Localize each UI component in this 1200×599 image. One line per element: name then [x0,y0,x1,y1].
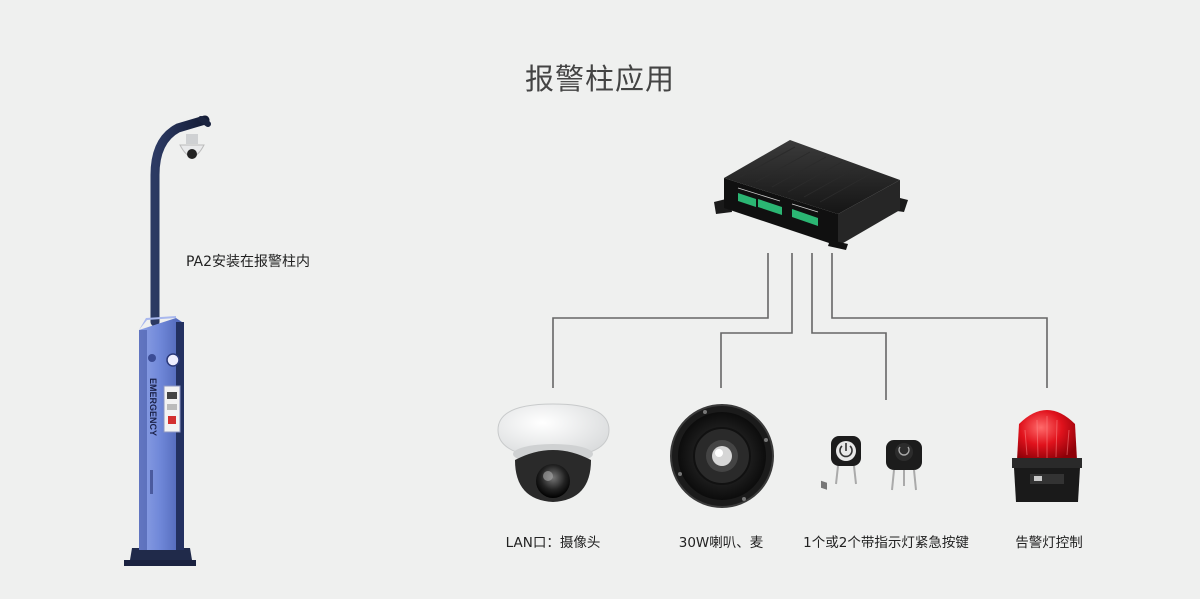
speaker-icon [670,404,774,508]
emergency-pole: EMERGENCY [124,115,211,566]
connection-lines [552,253,1048,400]
line-speaker [720,253,793,388]
pole-label: PA2安装在报警柱内 [186,254,311,270]
line-alarm [831,253,1048,388]
emergency-button-icon [831,436,922,491]
pole-camera-icon [179,134,205,159]
pole-call-panel [163,385,181,433]
line-button [811,253,887,400]
port-icon [821,480,827,490]
speaker-caption: 30W喇叭、麦 [678,535,764,551]
pole-panel-text: EMERGENCY [148,378,158,436]
alarm-light-icon [1012,410,1082,502]
pole-badge-icon [166,353,180,367]
pa2-device [714,140,908,490]
green-connector-icon [738,193,818,226]
alarm-light-caption: 告警灯控制 [1015,535,1083,551]
camera-caption: LAN口：摄像头 [505,535,601,551]
dome-camera-icon [497,403,610,502]
button-caption: 1个或2个带指示灯紧急按键 [803,535,969,551]
line-camera [552,253,769,388]
page-title: 报警柱应用 [524,62,675,96]
pole-screw-icon [148,354,156,362]
